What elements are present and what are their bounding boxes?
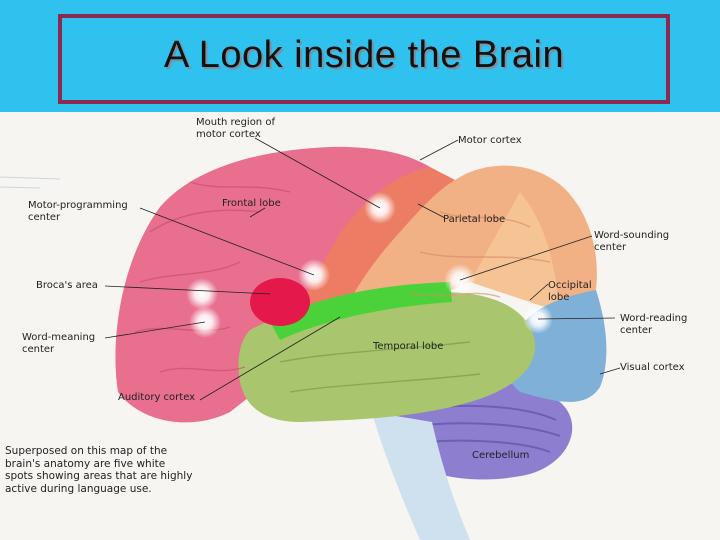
diagram-caption: Superposed on this map of the brain's an…: [5, 445, 205, 495]
label-word-sounding: Word-sounding center: [594, 230, 669, 254]
auditory-band-shape: [270, 282, 452, 340]
brocas-red-area: [250, 278, 310, 326]
title-banner: A Look inside the Brain: [0, 0, 720, 112]
label-mouth-region-line2: motor cortex: [196, 129, 261, 140]
label-cerebellum: Cerebellum: [472, 450, 530, 461]
caption-line: spots showing areas that are highly: [5, 470, 193, 482]
label-word-meaning-line1: Word-meaning: [22, 332, 96, 343]
label-mouth-region: Mouth region of motor cortex: [196, 117, 275, 141]
label-auditory-cortex: Auditory cortex: [118, 392, 196, 403]
page-title: A Look inside the Brain: [163, 34, 565, 76]
label-temporal-lobe: Temporal lobe: [373, 341, 444, 352]
label-occipital-lobe: Occipital lobe: [548, 280, 592, 304]
activity-spot-brocas: [186, 278, 218, 310]
label-word-meaning: Word-meaning center: [22, 332, 95, 356]
brain-illustration: [0, 137, 621, 540]
brainstem-shape: [372, 412, 470, 540]
leader-lines: [104, 137, 621, 401]
caption-line: brain's anatomy are five white: [5, 457, 166, 470]
label-word-meaning-line2: center: [22, 344, 55, 355]
title-frame: A Look inside the Brain: [58, 14, 670, 104]
label-word-sounding-line1: Word-sounding: [594, 230, 670, 241]
label-word-reading: Word-reading center: [620, 313, 687, 337]
label-motor-programming-line2: center: [28, 212, 61, 223]
label-occipital-lobe-line2: lobe: [548, 292, 570, 303]
page-marks: [0, 176, 61, 189]
label-word-reading-line2: center: [620, 325, 653, 336]
caption-line: active during language use.: [5, 482, 152, 495]
label-mouth-region-line1: Mouth region of: [196, 117, 275, 128]
label-word-reading-line1: Word-reading: [620, 313, 688, 324]
label-motor-cortex: Motor cortex: [458, 135, 522, 146]
label-visual-cortex: Visual cortex: [620, 362, 685, 373]
label-motor-programming-line1: Motor-programming: [28, 200, 128, 211]
label-brocas-area: Broca's area: [36, 280, 98, 291]
label-occipital-lobe-line1: Occipital: [548, 280, 592, 291]
brain-diagram: Mouth region of motor cortex Motor corte…: [0, 112, 720, 540]
caption-line: Superposed on this map of the: [5, 445, 168, 457]
label-frontal-lobe: Frontal lobe: [222, 198, 281, 209]
label-motor-programming: Motor-programming center: [28, 200, 128, 224]
label-word-sounding-line2: center: [594, 242, 627, 253]
label-parietal-lobe: Parietal lobe: [443, 214, 506, 225]
